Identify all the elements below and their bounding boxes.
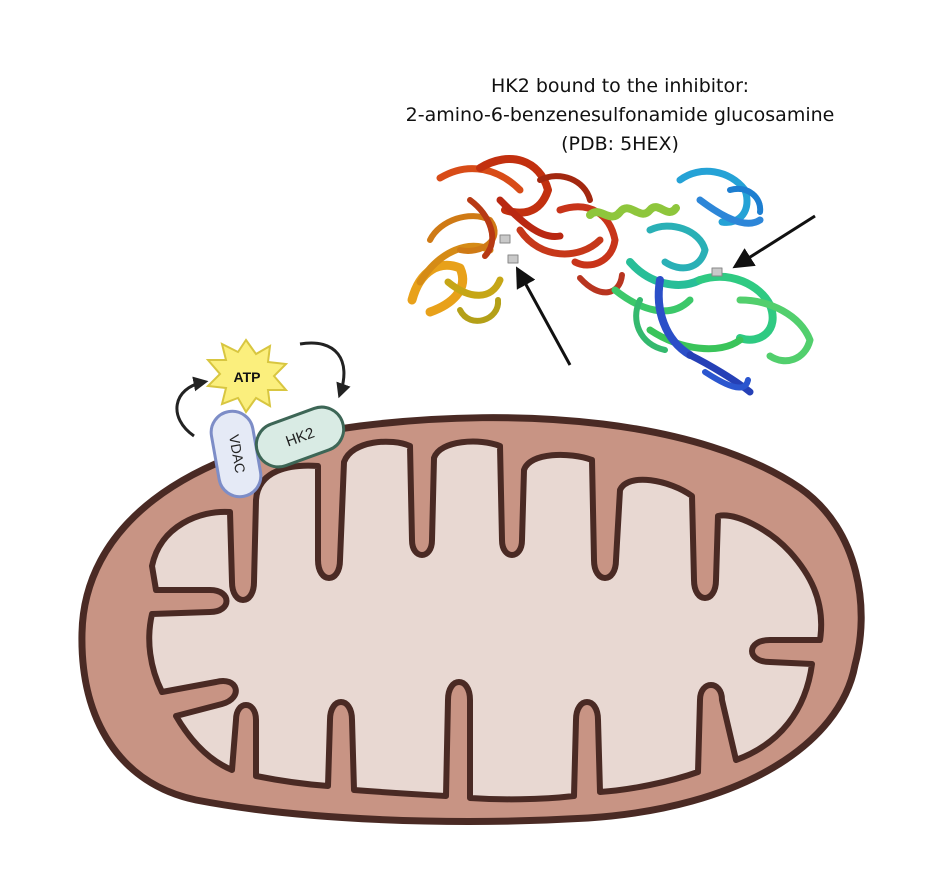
atp-burst: ATP xyxy=(205,338,289,414)
curved-arrow-left xyxy=(175,376,209,438)
hk2-enzyme: HK2 xyxy=(254,405,346,469)
vdac-channel: VDAC xyxy=(209,409,263,499)
title-line-3: (PDB: 5HEX) xyxy=(561,133,679,155)
ligand-arrow-right xyxy=(732,214,816,269)
hk2-protein-structure xyxy=(407,155,814,396)
inner-membrane-cristae xyxy=(146,438,825,803)
title-line-1: HK2 bound to the inhibitor: xyxy=(490,75,749,97)
diagram-title: HK2 bound to the inhibitor: 2-amino-6-be… xyxy=(380,72,860,159)
atp-starburst-icon xyxy=(205,338,289,414)
curved-arrow-right xyxy=(299,341,351,399)
ligand-arrow-left xyxy=(515,266,572,366)
hk2-shape xyxy=(254,405,346,469)
title-line-2: 2-amino-6-benzenesulfonamide glucosamine xyxy=(405,104,835,126)
mitochondrion xyxy=(78,414,865,825)
atp-label: ATP xyxy=(234,369,261,385)
vdac-label: VDAC xyxy=(226,433,249,474)
